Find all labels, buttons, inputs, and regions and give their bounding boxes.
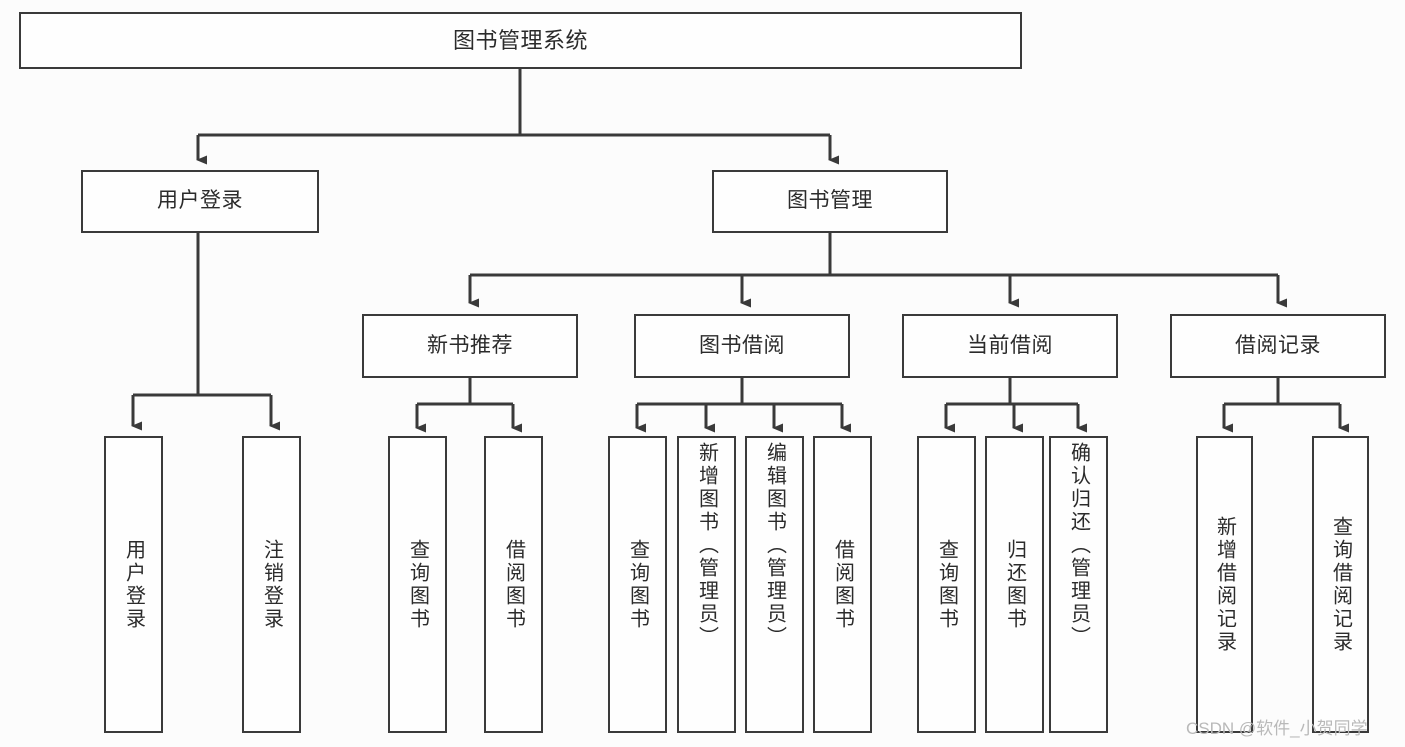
leaf-borrow-query-book[interactable]: 查询图书 — [608, 436, 667, 733]
node-label: 借阅记录 — [1235, 333, 1321, 357]
node-borrow-record[interactable]: 借阅记录 — [1170, 314, 1386, 378]
leaf-borrow-edit-book-admin[interactable]: 编辑图书（管理员） — [745, 436, 804, 733]
leaf-current-query-book[interactable]: 查询图书 — [917, 436, 976, 733]
leaf-borrow-borrow-book[interactable]: 借阅图书 — [813, 436, 872, 733]
node-label: 图书管理 — [787, 189, 873, 213]
node-label: 查询图书 — [406, 538, 429, 631]
leaf-recommend-query-book[interactable]: 查询图书 — [388, 436, 447, 733]
node-new-book-recommend[interactable]: 新书推荐 — [362, 314, 578, 378]
node-label: 查询借阅记录 — [1329, 515, 1352, 654]
node-label: 新书推荐 — [427, 333, 513, 357]
node-label: 确认归还（管理员） — [1067, 442, 1090, 649]
node-root-system[interactable]: 图书管理系统 — [19, 12, 1022, 69]
node-label: 借阅图书 — [831, 538, 854, 631]
leaf-borrow-add-book-admin[interactable]: 新增图书（管理员） — [677, 436, 736, 733]
node-label: 归还图书 — [1003, 538, 1026, 631]
node-label: 新增借阅记录 — [1213, 515, 1236, 654]
node-label: 用户登录 — [122, 538, 145, 631]
leaf-user-login-logout[interactable]: 注销登录 — [242, 436, 301, 733]
node-label: 查询图书 — [935, 538, 958, 631]
leaf-record-query-record[interactable]: 查询借阅记录 — [1312, 436, 1369, 733]
watermark: CSDN @软件_小贺同学 — [1186, 719, 1368, 738]
leaf-record-add-record[interactable]: 新增借阅记录 — [1196, 436, 1253, 733]
node-label: 借阅图书 — [502, 538, 525, 631]
node-label: 注销登录 — [260, 538, 283, 631]
node-label: 图书管理系统 — [452, 27, 588, 53]
leaf-user-login-login[interactable]: 用户登录 — [104, 436, 163, 733]
leaf-recommend-borrow-book[interactable]: 借阅图书 — [484, 436, 543, 733]
node-user-login[interactable]: 用户登录 — [81, 170, 319, 233]
node-label: 当前借阅 — [967, 333, 1053, 357]
node-label: 新增图书（管理员） — [695, 442, 718, 649]
node-label: 用户登录 — [157, 189, 243, 213]
node-book-management[interactable]: 图书管理 — [712, 170, 948, 233]
node-label: 图书借阅 — [699, 333, 785, 357]
node-label: 编辑图书（管理员） — [763, 442, 786, 649]
leaf-current-confirm-return-admin[interactable]: 确认归还（管理员） — [1049, 436, 1108, 733]
node-label: 查询图书 — [626, 538, 649, 631]
leaf-current-return-book[interactable]: 归还图书 — [985, 436, 1044, 733]
node-current-borrow[interactable]: 当前借阅 — [902, 314, 1118, 378]
node-book-borrow[interactable]: 图书借阅 — [634, 314, 850, 378]
